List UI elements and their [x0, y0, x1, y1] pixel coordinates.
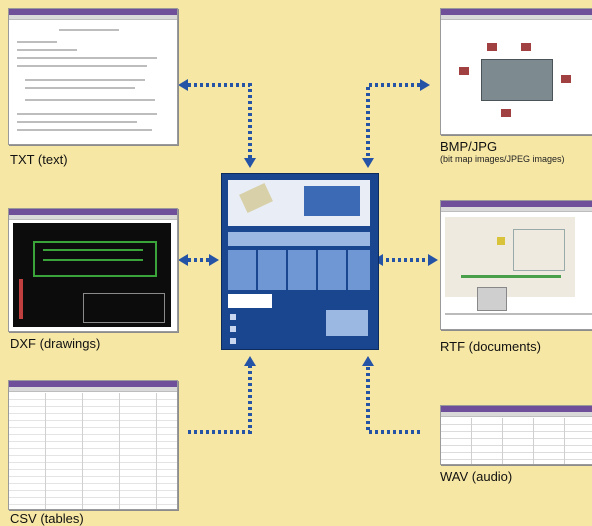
arrow-wav: [366, 364, 420, 434]
csv-thumbnail: [8, 380, 178, 510]
rtf-caption: RTF (documents): [440, 339, 541, 354]
arrowhead-rtf-right: [428, 254, 438, 266]
txt-caption: TXT (text): [10, 152, 68, 167]
arrowhead-txt-down: [244, 158, 256, 168]
wav-thumbnail: [440, 405, 592, 465]
dxf-thumbnail: [8, 208, 178, 332]
arrow-txt: [188, 83, 252, 158]
bmp-sub-caption: (bit map images/JPEG images): [440, 154, 565, 164]
wav-caption: WAV (audio): [440, 469, 513, 484]
arrow-csv: [188, 364, 252, 434]
bmp-thumbnail: [440, 8, 592, 135]
dxf-caption: DXF (drawings): [10, 336, 101, 351]
arrowhead-csv-up: [244, 356, 256, 366]
arrowhead-dxf-left: [178, 254, 188, 266]
arrowhead-bmp-down: [362, 158, 374, 168]
rtf-thumbnail: [440, 200, 592, 330]
center-device-image: [221, 173, 379, 350]
arrow-bmp: [366, 83, 420, 158]
arrowhead-bmp-right: [420, 79, 430, 91]
arrowhead-txt-left: [178, 79, 188, 91]
arrowhead-dxf-right: [209, 254, 219, 266]
bmp-caption: BMP/JPG: [440, 139, 498, 154]
txt-thumbnail: [8, 8, 178, 145]
arrowhead-wav-up: [362, 356, 374, 366]
csv-caption: CSV (tables): [10, 511, 84, 526]
